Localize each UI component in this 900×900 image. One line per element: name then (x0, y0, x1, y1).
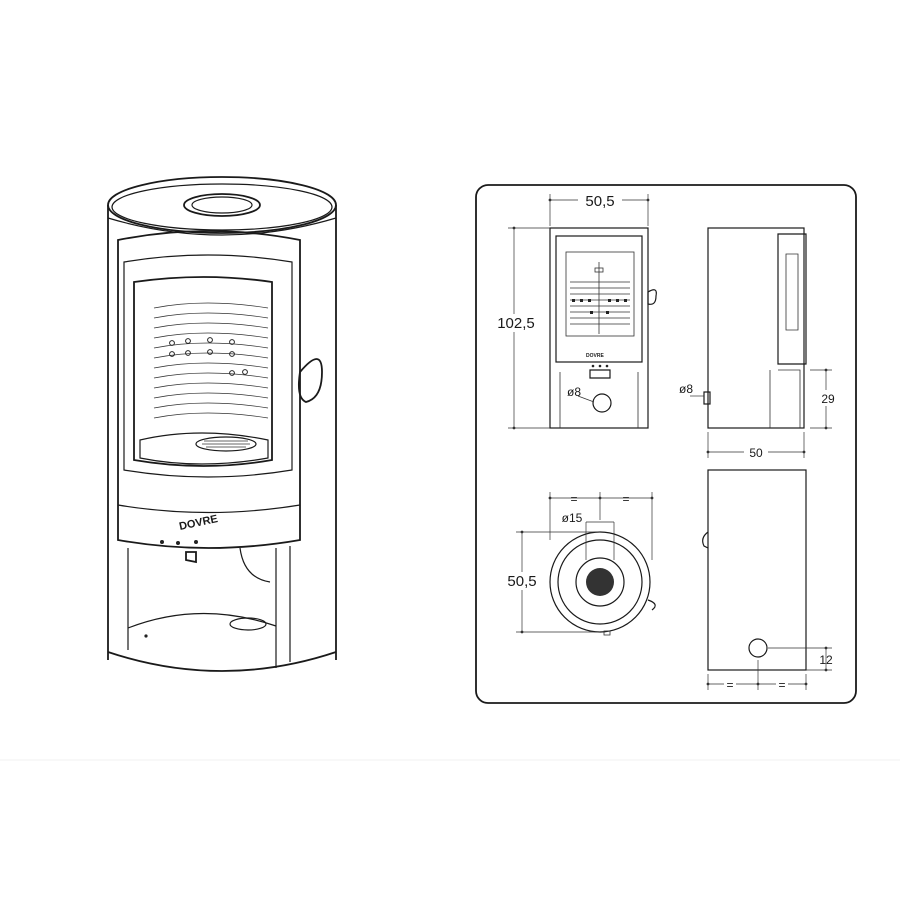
top-plate-circle (557, 539, 643, 625)
front-baffle-mark (594, 267, 604, 273)
rear-eq-dim-line (707, 660, 807, 690)
stove-top (107, 176, 337, 234)
air-holes (169, 337, 248, 376)
front-pipe-leader (577, 395, 595, 403)
side-compartment (778, 369, 801, 428)
door-glass (133, 276, 273, 467)
flue-opening (191, 196, 253, 214)
rear-air-inlet (748, 638, 768, 658)
stove-top-inner (111, 183, 333, 231)
side-glass-profile (785, 253, 799, 331)
front-door (555, 235, 643, 363)
side-pipe-height-label: 29 (821, 392, 835, 406)
front-air-holes (572, 299, 627, 314)
top-front-mark (603, 630, 611, 636)
ash-lever (185, 551, 197, 564)
front-width-label: 50,5 (585, 193, 614, 210)
top-handle (647, 599, 656, 611)
side-pipe-label: ø8 (679, 382, 693, 396)
front-logo: DOVRE (586, 353, 604, 359)
grate (195, 436, 257, 452)
compartment-rear-wall (239, 547, 271, 583)
rear-handle (702, 531, 709, 549)
rear-eq-right-label: = (778, 678, 785, 692)
top-collar-circle (575, 557, 625, 607)
control-knobs (160, 540, 198, 545)
depth-label: 50 (749, 446, 763, 460)
top-flue-opening (586, 568, 614, 596)
flue-collar (183, 193, 261, 217)
top-eq-dim-line (549, 492, 653, 560)
door-lower-line (117, 504, 301, 514)
brand-logo: DOVRE (178, 513, 219, 533)
rear-body (707, 469, 807, 671)
grate-bars (202, 440, 250, 448)
rear-eq-left-label: = (726, 678, 733, 692)
top-depth-label: 50,5 (507, 573, 536, 590)
air-inlet-opening (229, 617, 267, 631)
front-pipe-label: ø8 (567, 385, 581, 399)
top-eq-left-label: = (570, 492, 577, 506)
top-rim-line (107, 217, 337, 236)
front-knobs (591, 364, 609, 368)
front-view: DOVRE 50,5 102,5 ø8 (494, 192, 657, 430)
firebox-liner-lines (153, 302, 269, 419)
side-body (707, 227, 805, 429)
front-glass (565, 251, 635, 337)
side-view: ø8 29 50 (679, 227, 838, 460)
door-frame (117, 230, 301, 549)
stove-perspective-view: DOVRE (107, 176, 337, 672)
top-flue-label: ø15 (562, 511, 583, 525)
front-ash-lever (589, 369, 611, 379)
door-inner-frame (123, 254, 293, 478)
rear-offset-label: 12 (819, 653, 833, 667)
top-view: = = ø15 50,5 (500, 492, 656, 636)
rear-offset-dim-line (768, 647, 832, 671)
top-eq-right-label: = (622, 492, 629, 506)
front-liner-lines (570, 262, 630, 334)
grate-area (139, 432, 269, 465)
side-door-profile (777, 233, 807, 365)
height-label: 102,5 (497, 315, 535, 332)
front-handle (647, 289, 657, 305)
rear-view: 12 = = (702, 469, 833, 692)
compartment-screw (144, 634, 148, 638)
compartment-floor (127, 612, 277, 629)
stove-base-curve (107, 651, 337, 672)
front-body (549, 227, 649, 429)
front-air-inlet (592, 393, 612, 413)
top-flue-dim-line (585, 521, 615, 560)
door-handle (297, 358, 323, 403)
front-compartment-lines (559, 372, 639, 428)
side-pipe (703, 391, 711, 405)
drawing-panel (475, 184, 857, 704)
